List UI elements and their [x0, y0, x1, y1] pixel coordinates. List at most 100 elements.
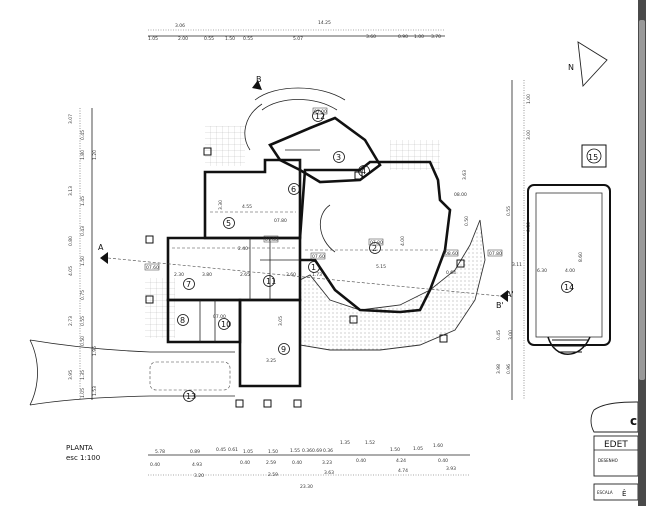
svg-text:1.73: 1.73	[312, 272, 322, 278]
svg-text:2.40: 2.40	[238, 246, 248, 252]
vertical-scrollbar[interactable]	[638, 0, 646, 506]
svg-text:0.45: 0.45	[80, 130, 86, 140]
svg-text:2.30: 2.30	[174, 272, 184, 278]
car-outline	[149, 361, 231, 391]
driveway	[29, 339, 235, 406]
title-block-scale-value: Ê	[622, 489, 626, 498]
room-number: 7	[186, 280, 191, 289]
dim-top: 3.06	[175, 23, 185, 29]
svg-text:1.05: 1.05	[413, 446, 423, 452]
svg-text:3.80: 3.80	[202, 272, 212, 278]
svg-text:3.07: 3.07	[68, 114, 74, 124]
bottom-dimension-chain: 5.78 0.89 0.45 0.61 1.05 1.50 1.55 0.36 …	[148, 440, 470, 490]
svg-text:3.93: 3.93	[446, 466, 456, 472]
svg-text:A: A	[98, 243, 104, 252]
room-15-box	[581, 144, 607, 168]
svg-text:4.55: 4.55	[242, 204, 252, 210]
dim-top: 3.70	[431, 34, 441, 40]
svg-text:0.75: 0.75	[80, 290, 86, 300]
room-number: 2	[372, 244, 377, 253]
dim-top: 1.00	[414, 34, 424, 40]
svg-text:0.36: 0.36	[323, 448, 333, 454]
room-numbers: 1 2 3 4 5 6 7 8 9 10 11 12 13 14 15	[177, 110, 602, 402]
svg-text:4.74: 4.74	[398, 468, 408, 474]
svg-text:5.15: 5.15	[376, 264, 386, 270]
svg-text:0.55: 0.55	[80, 316, 86, 326]
svg-text:1.52: 1.52	[365, 440, 375, 446]
svg-text:8.60: 8.60	[578, 252, 584, 262]
svg-text:5.78: 5.78	[155, 449, 165, 455]
svg-text:3.00: 3.00	[508, 330, 514, 340]
svg-text:0.89: 0.89	[190, 449, 200, 455]
svg-text:1.50: 1.50	[390, 447, 400, 453]
room-number: 8	[180, 316, 185, 325]
svg-text:4.93: 4.93	[192, 462, 202, 468]
section-marker-a-prime	[500, 290, 508, 302]
svg-text:07.00: 07.00	[314, 109, 327, 115]
room-number: 14	[564, 283, 574, 292]
scrollbar-thumb[interactable]	[639, 20, 645, 380]
svg-text:0.45: 0.45	[496, 330, 502, 340]
room-number: 12	[315, 112, 325, 121]
dim-top: 1.05	[148, 36, 158, 42]
room-number: 15	[588, 153, 598, 162]
svg-text:0.43: 0.43	[80, 226, 86, 236]
svg-text:6.30: 6.30	[537, 268, 547, 274]
title-block-scale-label: ESCALA	[597, 490, 613, 495]
svg-text:3.11: 3.11	[512, 262, 522, 268]
svg-text:3.63: 3.63	[324, 470, 334, 476]
svg-text:4.00: 4.00	[565, 268, 575, 274]
svg-text:0.69: 0.69	[312, 448, 322, 454]
left-dimension-chain: 3.07 0.45 1.80 1.20 3.13 1.45 0.43 0.80 …	[68, 108, 98, 400]
svg-text:0.55: 0.55	[506, 206, 512, 216]
svg-text:3.98: 3.98	[496, 364, 502, 374]
svg-text:1.00: 1.00	[526, 94, 532, 104]
svg-text:3.13: 3.13	[68, 186, 74, 196]
svg-text:3.60: 3.60	[286, 272, 296, 278]
room-number: 9	[281, 345, 286, 354]
svg-text:0.50: 0.50	[464, 216, 470, 226]
svg-text:4.00: 4.00	[400, 236, 406, 246]
svg-text:07.80: 07.80	[489, 251, 502, 257]
svg-text:1.50: 1.50	[268, 449, 278, 455]
svg-text:07.80: 07.80	[265, 237, 278, 243]
svg-text:0.40: 0.40	[240, 460, 250, 466]
svg-text:3.20: 3.20	[194, 473, 204, 479]
svg-text:1.53: 1.53	[92, 386, 98, 396]
room-number: 4	[361, 167, 366, 176]
svg-text:3.25: 3.25	[266, 358, 276, 364]
svg-text:2.73: 2.73	[68, 316, 74, 326]
dim-top: 2.00	[178, 36, 188, 42]
north-label: N	[568, 63, 574, 72]
svg-text:07.60: 07.60	[146, 265, 159, 271]
svg-text:08.00: 08.00	[454, 192, 467, 198]
svg-text:23.30: 23.30	[300, 484, 313, 490]
dim-top: 3.60	[366, 34, 376, 40]
svg-text:0.50: 0.50	[80, 336, 86, 346]
svg-text:3.05: 3.05	[278, 316, 284, 326]
svg-text:0.96: 0.96	[506, 364, 512, 374]
svg-text:0.61: 0.61	[228, 447, 238, 453]
svg-text:0.80: 0.80	[68, 236, 74, 246]
svg-text:2.59: 2.59	[268, 472, 278, 478]
svg-text:08.60: 08.60	[445, 251, 458, 257]
svg-text:A': A'	[506, 290, 514, 299]
svg-text:0.36: 0.36	[302, 448, 312, 454]
room-number: 5	[226, 219, 231, 228]
dim-top: 1.50	[225, 36, 235, 42]
svg-text:0.40: 0.40	[292, 460, 302, 466]
room-number: 13	[186, 392, 196, 401]
section-marker-a	[100, 252, 108, 264]
section-markers: A A' B B'	[98, 75, 514, 310]
porch-tiles	[145, 278, 175, 338]
north-arrow: N	[568, 41, 608, 88]
svg-text:3.63: 3.63	[462, 170, 468, 180]
svg-text:0.40: 0.40	[150, 462, 160, 468]
level-tags: 07.00 07.80 07.60 07.60 07.80 08.60 07.8…	[144, 107, 503, 320]
title-block-name: EDET	[604, 440, 628, 450]
title-block-letter: c	[630, 414, 637, 428]
swimming-pool	[527, 184, 611, 355]
svg-text:0.40: 0.40	[356, 458, 366, 464]
title-block-row: DESENHO	[598, 458, 618, 463]
